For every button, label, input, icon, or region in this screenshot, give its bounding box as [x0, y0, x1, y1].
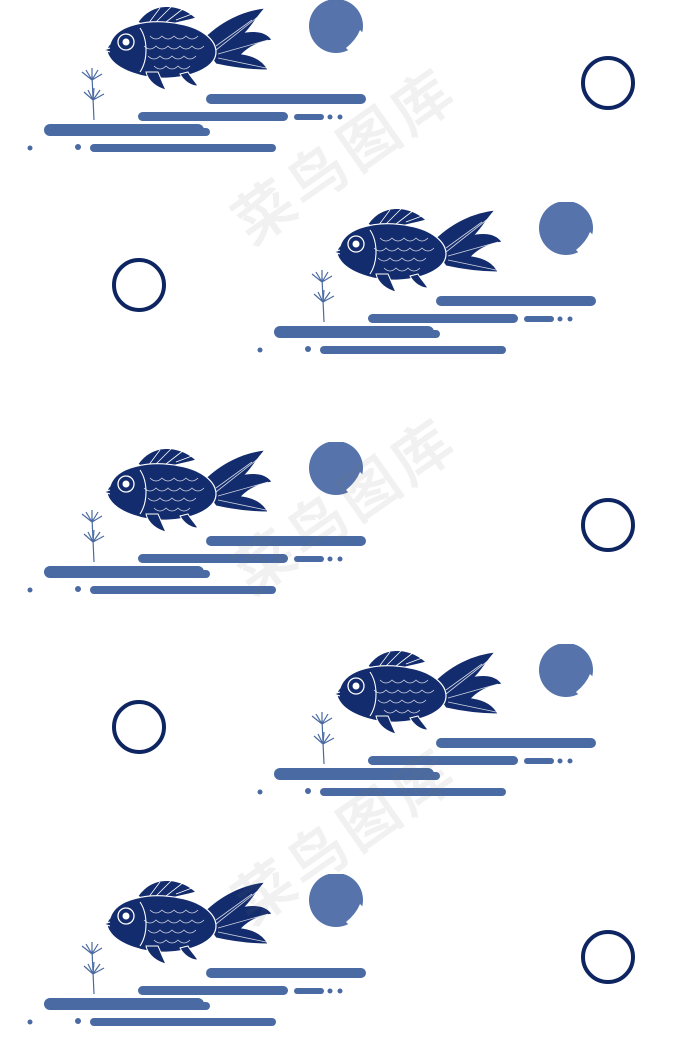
- cloud-waves-icon: [27, 968, 366, 1026]
- cloud-waves-icon: [257, 296, 596, 354]
- reed-icon: [311, 712, 335, 765]
- ring-icon-1: [581, 56, 635, 110]
- goldfish-icon: [332, 207, 503, 293]
- goldfish-icon: [102, 879, 273, 965]
- goldfish-motif-4: [250, 644, 670, 814]
- moon-icon: [309, 442, 366, 495]
- reed-icon: [81, 942, 105, 995]
- reed-icon: [311, 270, 335, 323]
- goldfish-icon: [102, 5, 273, 91]
- reed-icon: [81, 510, 105, 563]
- goldfish-motif-5: [20, 874, 440, 1044]
- moon-icon: [539, 202, 596, 255]
- goldfish-motif-1: [20, 0, 440, 170]
- cloud-waves-icon: [27, 536, 366, 594]
- goldfish-motif-2: [250, 202, 670, 372]
- goldfish-motif-3: [20, 442, 440, 612]
- cloud-waves-icon: [27, 94, 366, 152]
- cloud-waves-icon: [257, 738, 596, 796]
- goldfish-icon: [332, 649, 503, 735]
- moon-icon: [539, 644, 596, 697]
- moon-icon: [309, 0, 366, 53]
- ring-icon-4: [112, 700, 166, 754]
- ring-icon-2: [112, 258, 166, 312]
- goldfish-icon: [102, 447, 273, 533]
- ring-icon-3: [581, 498, 635, 552]
- reed-icon: [81, 68, 105, 121]
- ring-icon-5: [581, 930, 635, 984]
- moon-icon: [309, 874, 366, 927]
